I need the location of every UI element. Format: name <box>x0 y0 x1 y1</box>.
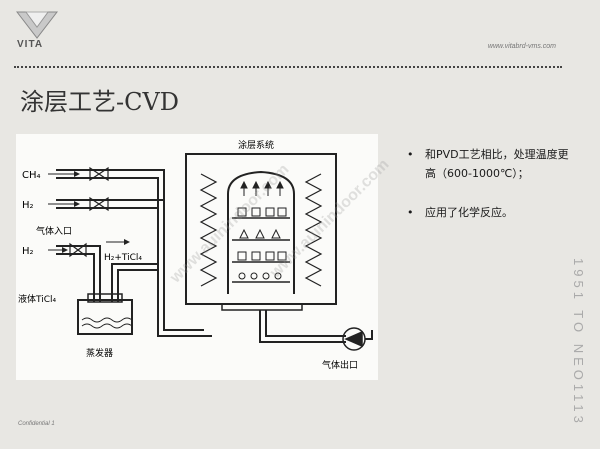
reaction-chamber <box>227 170 295 294</box>
pump <box>342 327 366 351</box>
evaporator-label: 蒸发器 <box>86 347 113 359</box>
ch4-label: CH₄ <box>22 170 41 181</box>
left-heater-coil <box>199 173 218 287</box>
page-title: 涂层工艺-CVD <box>20 88 180 116</box>
exhaust-pipe <box>259 310 346 343</box>
h2-bottom-valve <box>69 242 87 258</box>
header-divider <box>14 66 562 68</box>
h2-bottom-label: H₂ <box>22 246 34 257</box>
bullet-list: • 和PVD工艺相比，处理温度更高（600-1000℃）； • 应用了化学反应。 <box>407 145 577 242</box>
h2-evap-pipe <box>56 245 101 302</box>
bullet-item: • 和PVD工艺相比，处理温度更高（600-1000℃）； <box>407 145 577 183</box>
vertical-edge-text: 1951 TO NEO1113 <box>571 258 586 427</box>
bullet-item: • 应用了化学反应。 <box>407 203 577 222</box>
outlet-label: 气体出口 <box>322 359 358 371</box>
vita-logo-icon <box>15 11 59 39</box>
bullet-text: 和PVD工艺相比，处理温度更高（600-1000℃）； <box>425 148 569 180</box>
h2-valve <box>89 196 109 212</box>
bullet-text: 应用了化学反应。 <box>425 206 513 219</box>
sample-shelves <box>232 217 290 283</box>
logo <box>14 8 60 54</box>
h2-label: H₂ <box>22 200 34 211</box>
liquid-ticl4-label: 液体TiCl₄ <box>18 293 57 305</box>
system-label: 涂层系统 <box>238 139 274 151</box>
gas-inlet-label: 气体入口 <box>36 225 72 237</box>
h2-ticl4-label: H₂+TiCl₄ <box>104 253 142 263</box>
bullet-icon: • <box>407 148 414 161</box>
bullet-icon: • <box>407 206 414 219</box>
header-url: www.vitabrd-vms.com <box>487 43 556 50</box>
ch4-pipe <box>56 169 204 331</box>
footer-text: Confidential 1 <box>18 421 55 427</box>
base-plate <box>221 303 303 311</box>
gas-flow-arrows <box>240 180 284 196</box>
ticl4-pipe <box>111 263 158 302</box>
logo-text: VITA <box>17 39 44 50</box>
ch4-valve <box>89 166 109 182</box>
cvd-diagram: 涂层系统 <box>16 134 378 380</box>
samples <box>237 207 287 280</box>
evaporator-vessel <box>77 299 133 335</box>
right-heater-coil <box>304 173 323 287</box>
